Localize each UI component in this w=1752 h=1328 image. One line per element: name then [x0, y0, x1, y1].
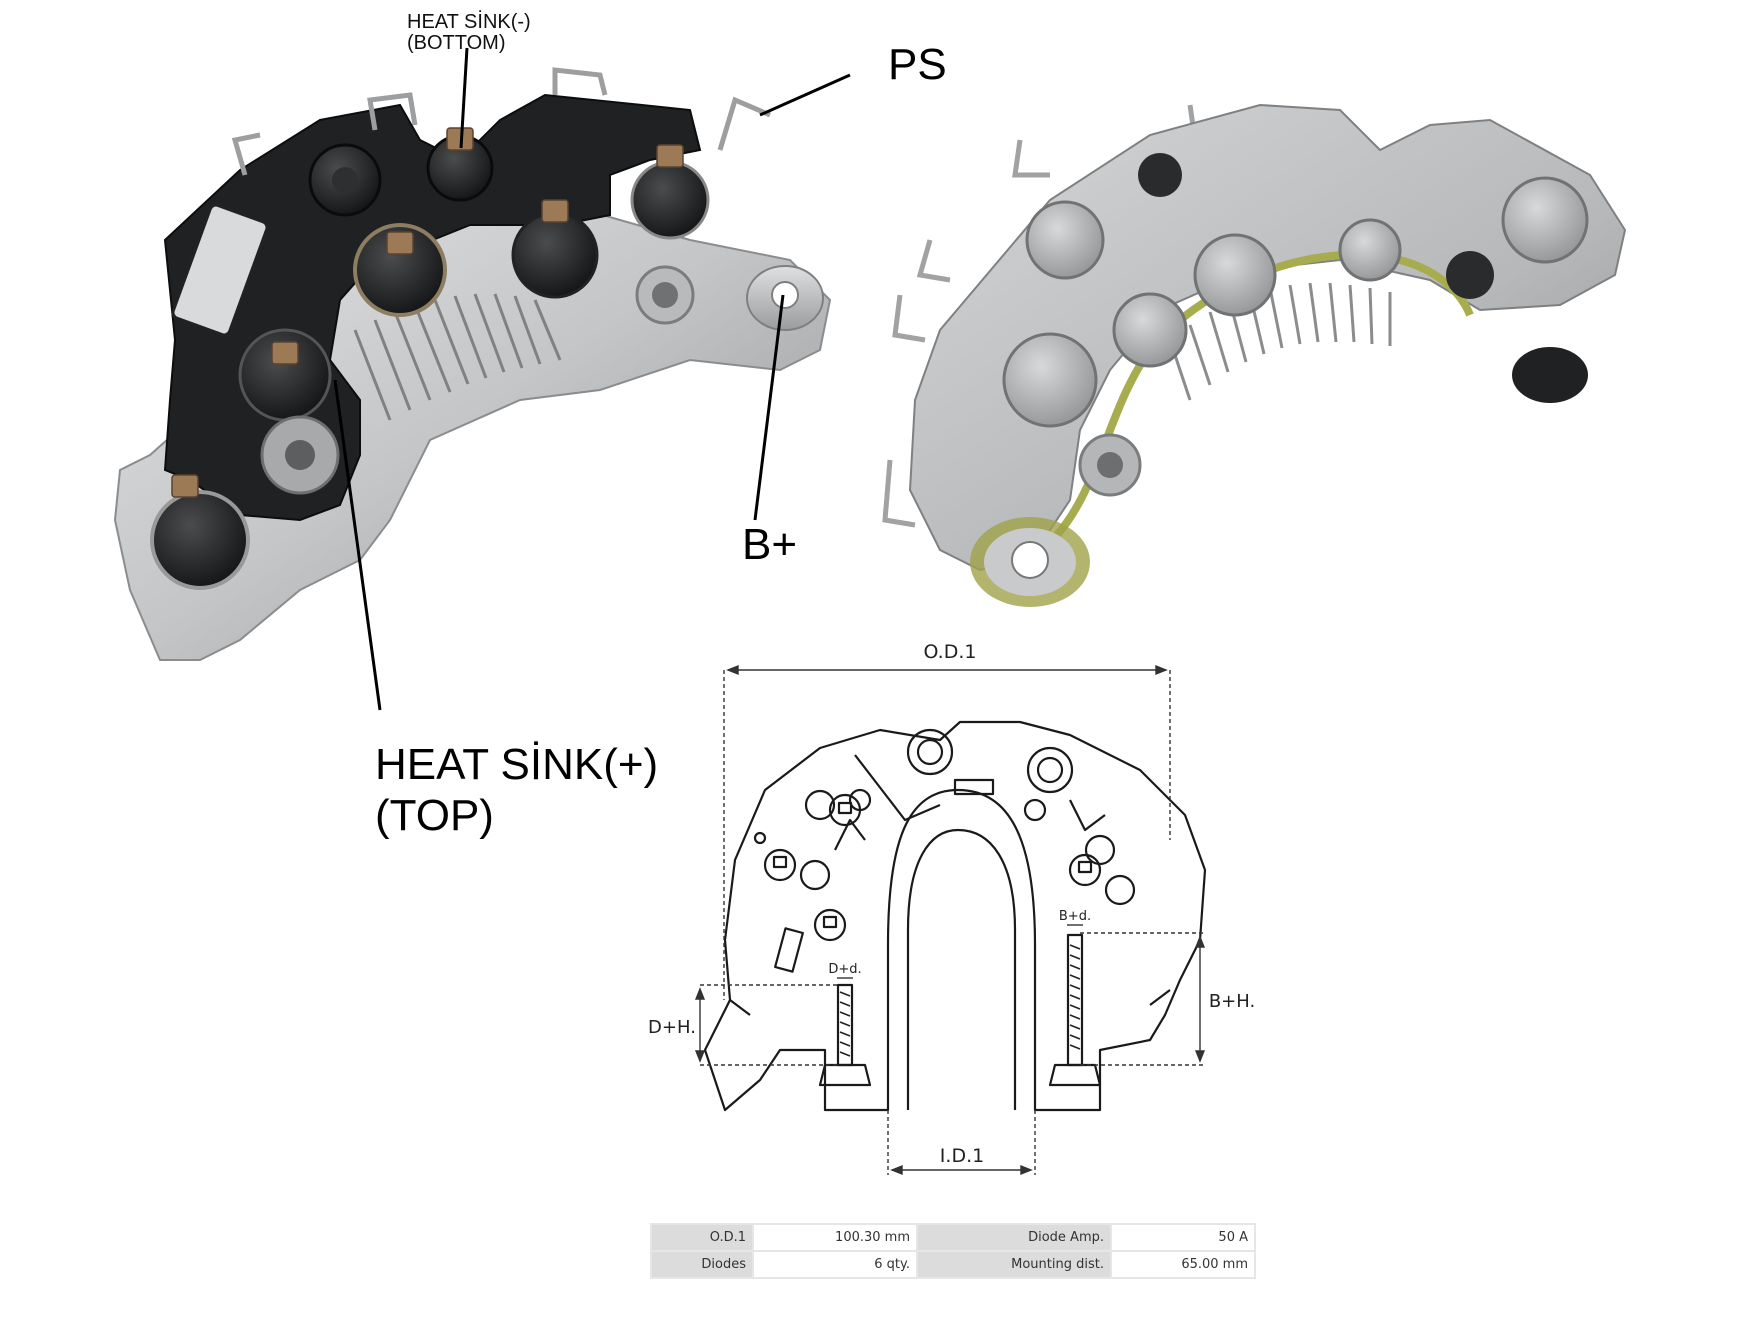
press-fit-diodes — [1002, 176, 1589, 428]
dimension-lines — [694, 664, 1206, 1176]
od1-label: O.D.1 — [924, 641, 977, 663]
spec-table: O.D.1 100.30 mm Diode Amp. 50 A Diodes 6… — [650, 1223, 1256, 1279]
rectifier-bottom-view — [882, 103, 1627, 607]
mounting-hole-right — [1446, 251, 1494, 299]
spec-row: O.D.1 100.30 mm Diode Amp. 50 A — [652, 1225, 1254, 1250]
spec-label-diode-amp: Diode Amp. — [918, 1225, 1110, 1250]
heat-sink-positive-line1: HEAT SİNK(+) — [375, 740, 659, 789]
drawing-outline — [703, 720, 1207, 1112]
heat-sink-negative-label: HEAT SİNK(-) (BOTTOM) — [407, 12, 531, 54]
heat-sink-negative-line2: (BOTTOM) — [407, 32, 506, 54]
spec-row: Diodes 6 qty. Mounting dist. 65.00 mm — [652, 1252, 1254, 1277]
spec-value-od1: 100.30 mm — [754, 1225, 916, 1250]
spec-label-mounting-dist: Mounting dist. — [918, 1252, 1110, 1277]
spec-value-diode-amp: 50 A — [1112, 1225, 1254, 1250]
callout-lines — [333, 47, 851, 711]
ps-label: PS — [888, 40, 947, 89]
heat-sink-positive-label: HEAT SİNK(+) (TOP) — [375, 740, 658, 841]
heat-sink-negative-line1: HEAT SİNK(-) — [407, 11, 531, 33]
bh-label: B+H. — [1209, 991, 1255, 1012]
spec-label-od1: O.D.1 — [652, 1225, 752, 1250]
spec-value-diodes: 6 qty. — [754, 1252, 916, 1277]
rectifier-top-view — [113, 67, 832, 661]
id1-label: I.D.1 — [940, 1145, 984, 1167]
dd-label: D+d. — [828, 962, 861, 977]
diode-leads — [171, 127, 684, 498]
spec-label-diodes: Diodes — [652, 1252, 752, 1277]
spec-value-mounting-dist: 65.00 mm — [1112, 1252, 1254, 1277]
mounting-hole-left — [1138, 153, 1182, 197]
bd-label: B+d. — [1059, 909, 1091, 924]
heat-sink-positive-line2: (TOP) — [375, 790, 494, 840]
cooling-fins — [353, 293, 562, 421]
dimension-drawing: O.D.1 I.D.1 D+H. B+H. D+d. B+d. — [648, 641, 1255, 1176]
diode-caps — [150, 134, 710, 590]
dh-label: D+H. — [648, 1017, 696, 1038]
mounting-clips — [231, 67, 771, 176]
b-plus-label: B+ — [742, 520, 798, 569]
